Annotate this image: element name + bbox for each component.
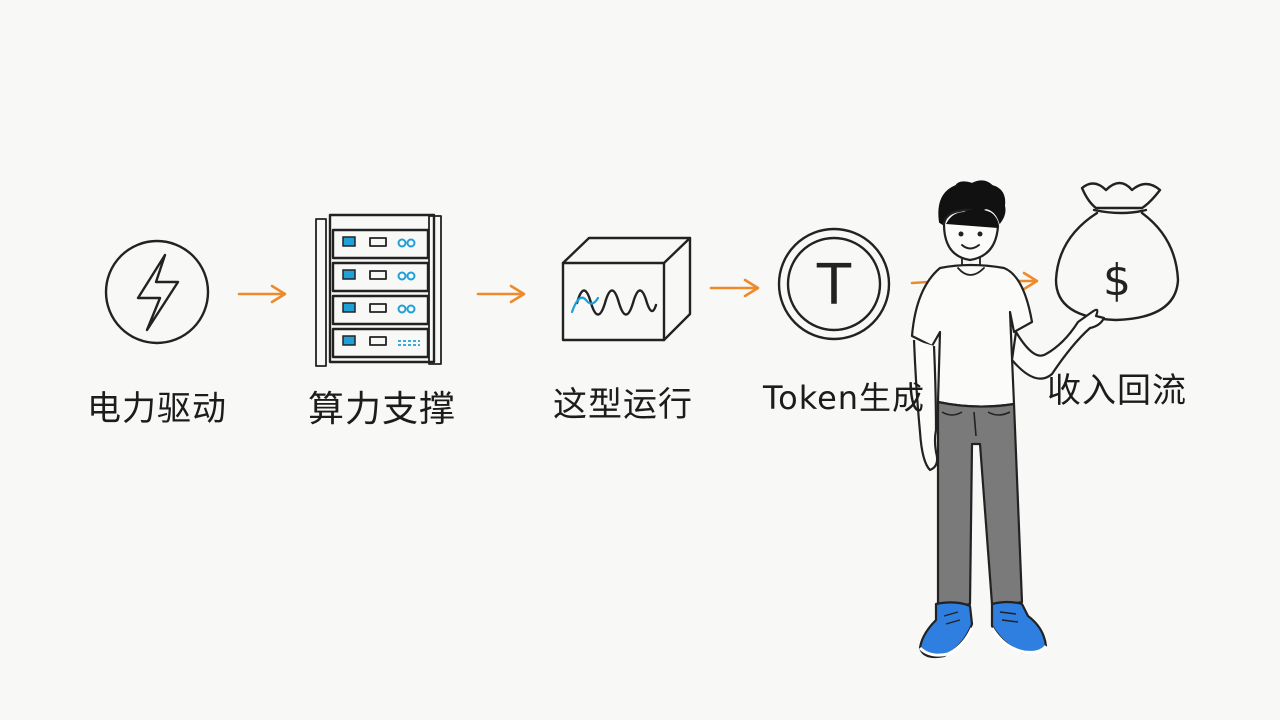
lightning-bolt-icon bbox=[104, 239, 210, 345]
person-figure bbox=[910, 180, 1106, 659]
step-label-compute: 算力支撑 bbox=[308, 389, 457, 430]
server-rack-icon bbox=[315, 213, 442, 367]
money-bag-icon: $ bbox=[1054, 181, 1180, 322]
arrow-1 bbox=[237, 284, 287, 304]
step-label-revenue: 收入回流 bbox=[1047, 371, 1187, 411]
step-label-token: Token生成 bbox=[763, 379, 926, 417]
svg-text:$: $ bbox=[1103, 255, 1131, 306]
arrow-2 bbox=[476, 284, 526, 304]
step-label-power: 电力驱动 bbox=[87, 389, 227, 429]
step-label-model-run: 这型运行 bbox=[553, 385, 693, 425]
arrow-3 bbox=[709, 278, 760, 298]
waveform-box-icon bbox=[561, 236, 692, 342]
token-coin-icon: T bbox=[777, 227, 891, 341]
svg-text:T: T bbox=[816, 253, 852, 318]
